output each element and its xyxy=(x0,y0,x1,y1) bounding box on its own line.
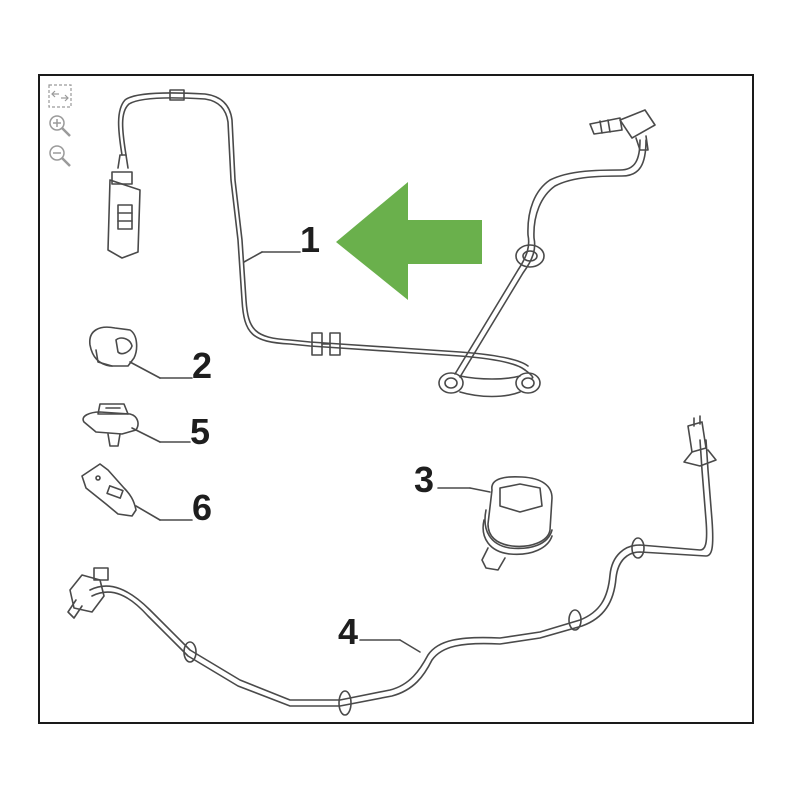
zoom-out-icon[interactable] xyxy=(46,142,74,170)
part-4-sensor-cable[interactable] xyxy=(67,415,717,716)
fit-to-view-icon[interactable] xyxy=(46,82,74,110)
part-6-bracket[interactable] xyxy=(81,463,193,521)
zoom-in-icon[interactable] xyxy=(46,112,74,140)
leader-line-1 xyxy=(243,251,301,263)
diagram-frame xyxy=(38,74,754,724)
part-2-clip[interactable] xyxy=(89,326,193,379)
callout-1: 1 xyxy=(300,219,321,260)
callout-4: 4 xyxy=(338,611,359,652)
part-5-bracket-clip[interactable] xyxy=(82,403,191,447)
highlight-arrow xyxy=(336,182,482,300)
zoom-toolbar xyxy=(46,82,76,172)
callout-3: 3 xyxy=(414,459,435,500)
callout-5: 5 xyxy=(190,411,211,452)
part-3-sensor-plug[interactable] xyxy=(437,475,553,571)
callout-2: 2 xyxy=(192,345,213,386)
callout-6: 6 xyxy=(192,487,213,528)
part-1-sensor-cable[interactable] xyxy=(107,89,656,398)
